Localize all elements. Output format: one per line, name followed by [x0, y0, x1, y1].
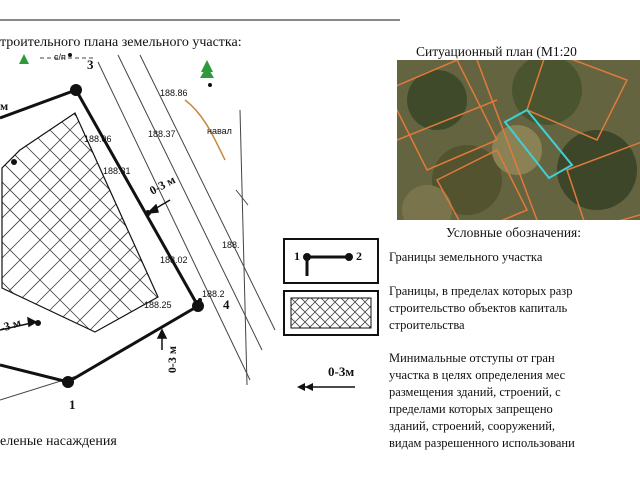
elevation: 188.06: [84, 134, 112, 144]
point-1-label: 1: [69, 397, 76, 412]
point-3-marker: [70, 84, 82, 96]
legend-setback-text: Минимальные отступы от гран участка в це…: [389, 351, 575, 450]
setback-label: 0-3 м: [165, 345, 180, 374]
legend-title: Условные обозначения:: [446, 225, 582, 240]
legend-zone-symbol: [283, 290, 379, 336]
legend-point-1: 1: [294, 249, 300, 263]
legend-setback-symbol: 0-3м: [328, 364, 355, 379]
legend-setback-arrow: [297, 383, 355, 391]
buildable-zone-outline: [1, 112, 159, 333]
point-4-label: 4: [223, 297, 230, 312]
elevation: 188.25: [144, 300, 172, 310]
elevation: 188.31: [103, 166, 131, 176]
elevation: 188.02: [160, 255, 188, 265]
svg-text:м: м: [0, 99, 8, 113]
top-label: с/п: [54, 52, 66, 62]
buildable-zone: [2, 113, 158, 332]
road-lines: [0, 54, 276, 401]
elevation: 188.37: [148, 129, 176, 139]
road-curve: [184, 99, 226, 161]
tree-icons: [19, 54, 214, 78]
naval-label: навал: [207, 126, 232, 136]
point-1-marker: [62, 376, 74, 388]
point-4-marker: [192, 300, 204, 312]
right-title: Ситуационный план (М1:20: [416, 44, 577, 59]
legend-point-2: 2: [356, 249, 362, 263]
green-planting-label: еленые насаждения: [0, 434, 117, 449]
point-3-label: 3: [87, 57, 94, 72]
elevation: 188.: [222, 240, 240, 250]
elevation: 188.86: [160, 88, 188, 98]
elevation: 188.2: [202, 289, 225, 299]
legend-boundary-text: Границы земельного участка: [389, 250, 543, 264]
legend-zone-text: Границы, в пределах которых разр строите…: [389, 284, 573, 332]
site-plan-drawing: м: [0, 19, 400, 401]
legend-boundary-symbol: 1 2: [283, 238, 379, 284]
setback-arrows: [0, 199, 171, 350]
left-title: троительного плана земельного участка:: [0, 35, 242, 50]
aerial-photo: [397, 60, 640, 220]
